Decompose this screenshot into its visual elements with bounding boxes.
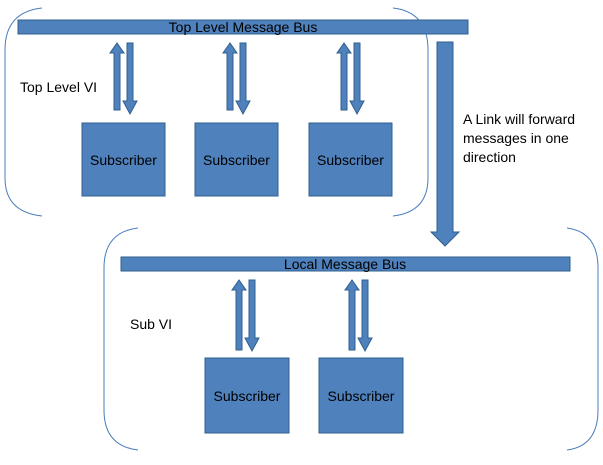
- link-arrow: [429, 41, 461, 247]
- link-annotation-line-3: direction: [463, 149, 516, 165]
- down-arrow: [235, 42, 251, 116]
- subscriber-label: Subscriber: [90, 152, 157, 168]
- up-arrow: [109, 42, 125, 111]
- subscriber-label: Subscriber: [317, 152, 384, 168]
- top-level-vi-frame: [4, 7, 429, 217]
- subscriber-label: Subscriber: [328, 388, 395, 404]
- subscriber-label: Subscriber: [214, 388, 281, 404]
- subscriber-label: Subscriber: [203, 152, 270, 168]
- top-arrows: [109, 42, 365, 116]
- sub-frame-left-bracket: [103, 227, 139, 451]
- top-subscriber-2: Subscriber: [194, 122, 279, 197]
- up-arrow: [231, 279, 247, 351]
- link-annotation: A Link will forward messages in one dire…: [463, 111, 575, 165]
- top-level-message-bus: Top Level Message Bus: [17, 19, 469, 35]
- up-arrow: [336, 42, 352, 111]
- top-frame-right-bracket: [392, 7, 429, 217]
- up-arrow: [344, 279, 360, 351]
- sub-arrows: [231, 279, 373, 353]
- top-frame-left-bracket: [4, 7, 43, 217]
- down-arrow: [244, 279, 260, 353]
- sub-vi-label: Sub VI: [130, 316, 172, 332]
- link-annotation-line-1: A Link will forward: [463, 111, 575, 127]
- sub-subscriber-1: Subscriber: [204, 357, 290, 434]
- local-message-bus: Local Message Bus: [120, 256, 571, 272]
- sub-subscriber-2: Subscriber: [318, 357, 404, 434]
- top-level-vi-label: Top Level VI: [20, 79, 97, 95]
- top-bus-label: Top Level Message Bus: [169, 19, 318, 35]
- up-arrow: [222, 42, 238, 111]
- down-arrow: [349, 42, 365, 116]
- sub-frame-right-bracket: [566, 227, 599, 451]
- local-bus-label: Local Message Bus: [284, 256, 406, 272]
- down-arrow: [357, 279, 373, 353]
- top-subscriber-1: Subscriber: [81, 122, 166, 197]
- sub-vi-frame: [103, 227, 599, 451]
- link-annotation-line-2: messages in one: [463, 130, 569, 146]
- down-arrow: [122, 42, 138, 116]
- top-subscriber-3: Subscriber: [308, 122, 393, 197]
